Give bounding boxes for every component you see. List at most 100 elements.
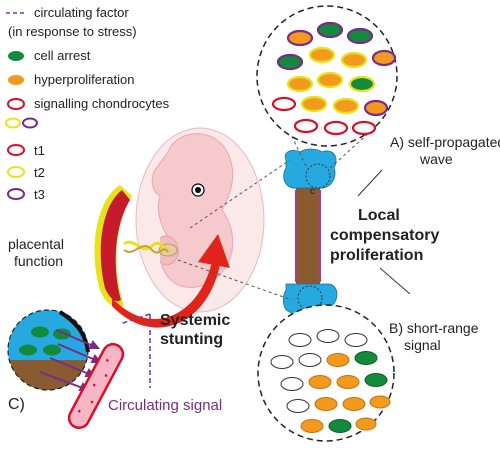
cell-b-18 — [355, 417, 377, 431]
embryo — [135, 127, 265, 313]
placenta — [94, 185, 132, 308]
legend-yellow-ring-icon — [5, 117, 21, 129]
legend-t1: t1 — [34, 143, 45, 158]
cell-a-12 — [300, 95, 328, 113]
cord-strand-dark — [123, 245, 169, 254]
blood-vessel-tube — [67, 342, 125, 430]
blood-vessel — [67, 342, 125, 430]
legend-t3-ring-icon — [7, 188, 25, 200]
connector-a-right — [329, 131, 371, 169]
cell-a-2 — [316, 21, 344, 39]
cell-a-11 — [271, 96, 297, 112]
label-a-line2: wave — [419, 151, 453, 167]
legend-orange-cell-icon — [8, 75, 24, 85]
cell-a-5 — [308, 46, 336, 64]
cell-b-17 — [328, 419, 352, 433]
systemic-label-line2: stunting — [160, 331, 223, 348]
label-b-pointer — [379, 267, 411, 295]
connector-embryo-bottom — [177, 259, 293, 301]
local-label-line3: proliferation — [330, 247, 423, 264]
placental-label-line2: function — [14, 253, 63, 269]
bone — [282, 148, 338, 320]
cell-a-10 — [348, 75, 376, 93]
systemic-arrow-head — [198, 234, 230, 268]
upper-zoom-region — [305, 163, 331, 189]
legend-purple-ring-icon — [22, 117, 38, 129]
vessel-dot-4 — [104, 374, 108, 377]
cell-b-12 — [286, 399, 310, 413]
placental-label-line1: placental — [8, 236, 64, 252]
signal-arrow-4 — [39, 371, 89, 391]
inset-c-cell-1 — [31, 326, 49, 338]
cell-b-14 — [342, 397, 366, 411]
legend: circulating factor (in response to stres… — [5, 5, 170, 202]
legend-circulating-factor: circulating factor — [34, 5, 129, 20]
legend-circulating-factor-note: (in response to stress) — [8, 24, 137, 39]
embryo-pupil-icon — [195, 187, 201, 193]
vessel-dot-3 — [92, 383, 96, 387]
cell-b-3 — [344, 333, 368, 347]
label-a-line1: A) self-propagated — [390, 134, 500, 150]
cell-b-7 — [354, 351, 378, 365]
cell-a-13 — [332, 97, 360, 115]
label-b-line1: B) short-range — [389, 320, 479, 336]
bone-c-marker: c — [310, 186, 315, 197]
placenta-red-body — [100, 190, 130, 302]
cell-b-5 — [298, 353, 322, 367]
cell-a-9 — [316, 71, 344, 89]
umbilical-cord — [123, 240, 169, 254]
cell-a-16 — [323, 120, 349, 136]
cord-strand-yellow — [123, 240, 169, 251]
zoom-circle-b — [257, 304, 395, 442]
cell-a-15 — [293, 118, 319, 134]
cell-a-7 — [371, 49, 397, 67]
vessel-dot-2 — [90, 400, 94, 404]
cell-b-15 — [369, 395, 391, 409]
legend-cell-arrest: cell arrest — [34, 48, 91, 63]
cell-a-14 — [363, 99, 389, 117]
connector-a-left — [271, 94, 307, 167]
legend-green-cell-icon — [8, 51, 24, 61]
circulating-signal-label: Circulating signal — [108, 397, 222, 414]
zoom-circle-a — [256, 5, 398, 147]
cell-b-2 — [316, 329, 340, 343]
cell-b-11 — [364, 373, 388, 387]
cell-b-1 — [288, 333, 312, 347]
cell-b-9 — [308, 375, 332, 389]
label-a-pointer — [357, 169, 383, 197]
legend-hyperproliferation: hyperproliferation — [34, 72, 134, 87]
label-c: C) — [8, 396, 25, 413]
cell-a-17 — [351, 120, 377, 136]
inset-c-bone — [8, 360, 88, 390]
bone-upper-epiphysis — [283, 148, 337, 189]
cell-b-10 — [336, 375, 360, 389]
circulating-factor-line-1 — [119, 313, 151, 325]
cell-a-3 — [346, 27, 374, 45]
vessel-dot-5 — [106, 359, 109, 362]
cell-b-13 — [314, 397, 338, 411]
systemic-label-line1: Systemic — [160, 312, 230, 329]
inset-c-cell-4 — [43, 344, 61, 356]
inset-c-cell-3 — [19, 344, 37, 356]
label-b-line2: signal — [404, 337, 441, 353]
local-label-line2: compensatory — [330, 227, 439, 244]
legend-t3: t3 — [34, 187, 45, 202]
legend-t1-ring-icon — [7, 144, 25, 156]
local-label-line1: Local — [358, 207, 400, 224]
cell-a-6 — [340, 51, 368, 69]
inset-c-cell-2 — [53, 328, 71, 340]
signal-arrowhead-1 — [88, 340, 101, 349]
legend-signalling-chondrocytes: signalling chondrocytes — [34, 96, 170, 111]
systemic-arrow-body — [112, 262, 220, 328]
lower-zoom-region — [297, 285, 323, 311]
cell-b-16 — [300, 419, 324, 433]
legend-t2-ring-icon — [7, 166, 25, 178]
cell-b-4 — [270, 355, 294, 369]
cell-a-4 — [276, 53, 304, 71]
cell-b-8 — [280, 377, 304, 391]
cell-a-1 — [286, 29, 314, 47]
legend-t2: t2 — [34, 165, 45, 180]
cell-a-8 — [286, 75, 314, 93]
